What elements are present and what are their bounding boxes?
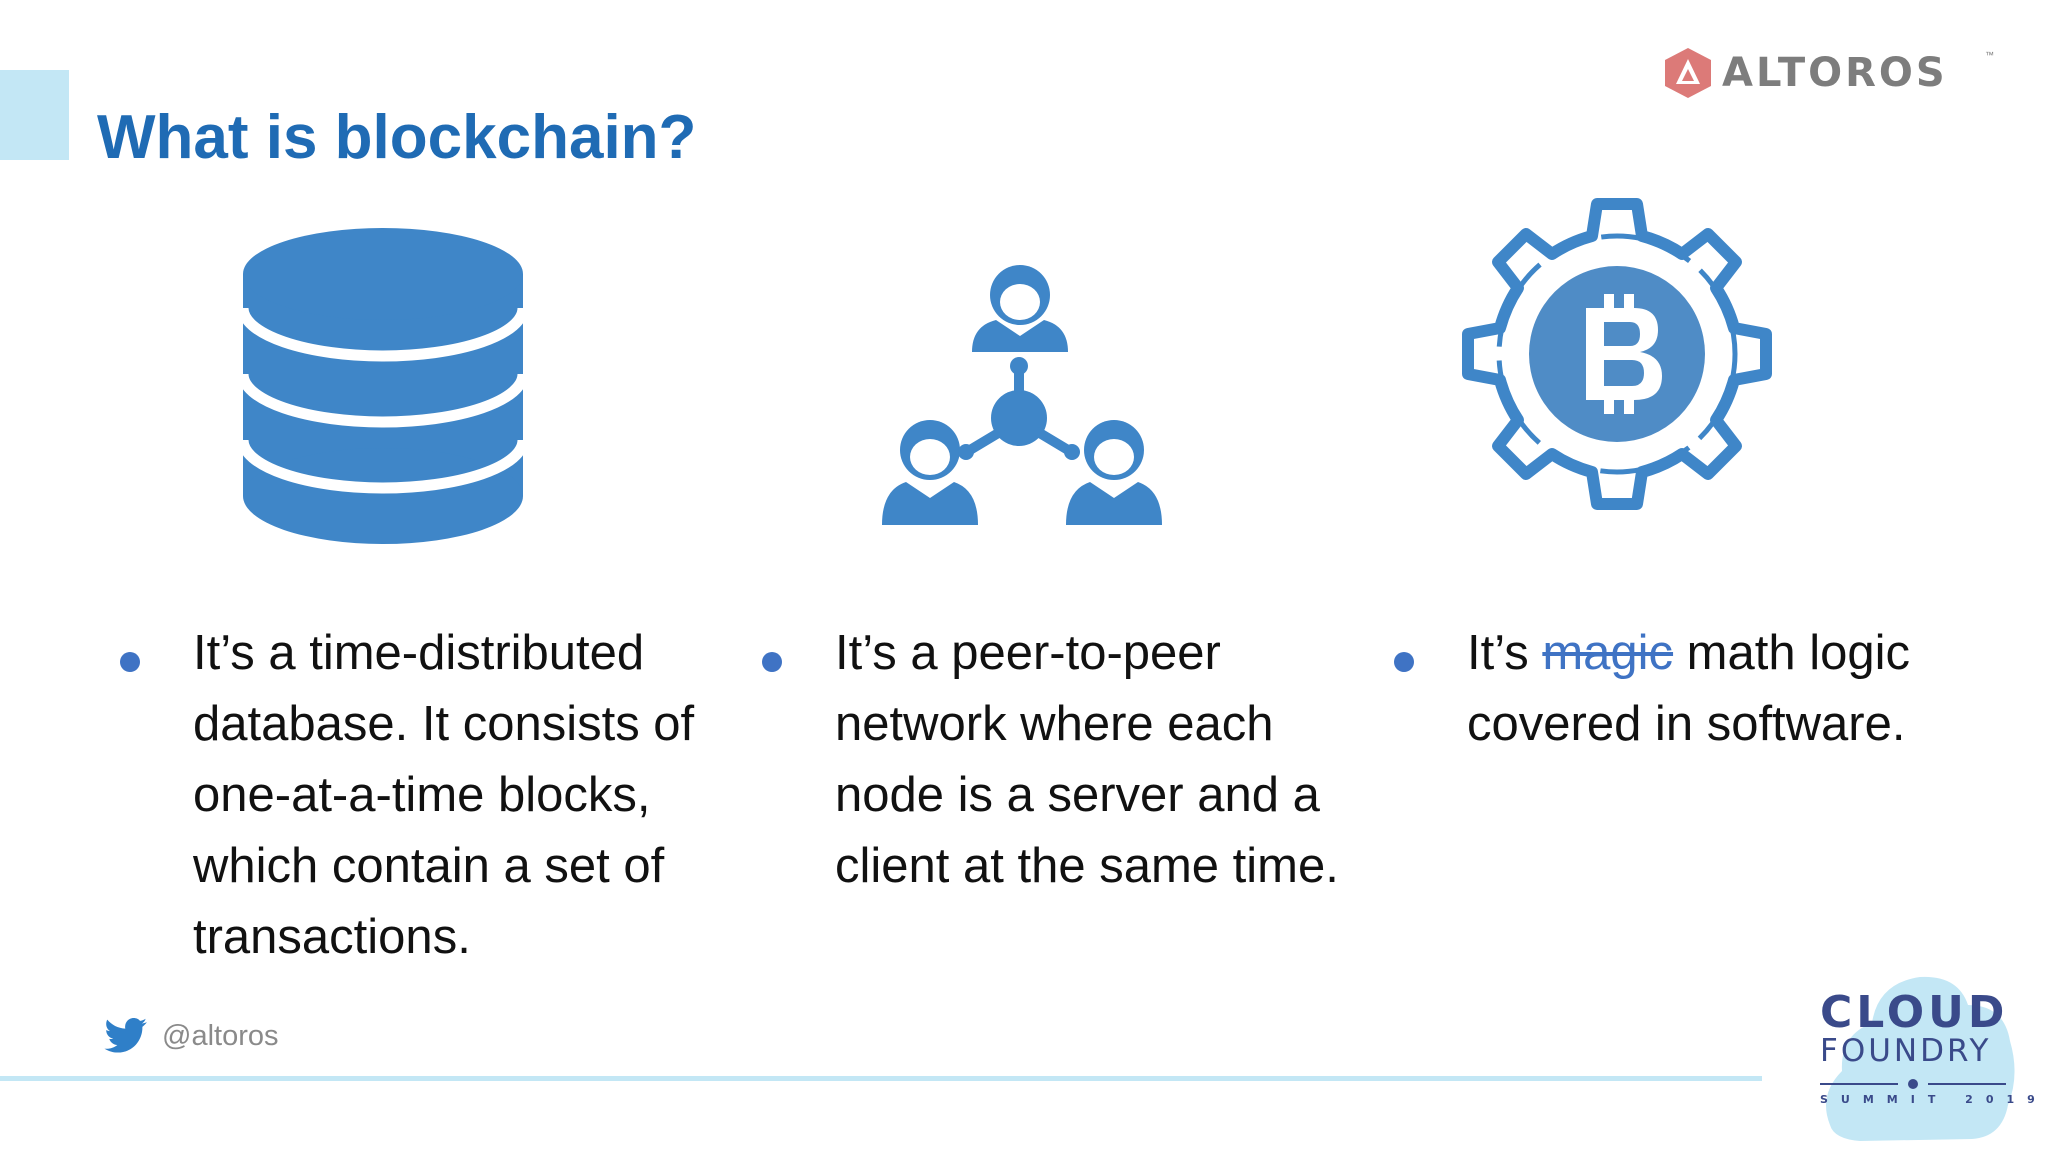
bullet-line: It’s a time-distributed xyxy=(193,626,645,680)
cloud-shape-icon xyxy=(1826,976,2015,1141)
cloud-foundry-summit-logo: CLOUD FOUNDRY SUMMIT 2019 xyxy=(1800,975,2035,1145)
struck-word: magic xyxy=(1542,626,1674,680)
trademark-symbol: ™ xyxy=(1985,50,1994,60)
summit-year-label: SUMMIT 2019 xyxy=(1820,1093,2048,1106)
line-prefix: It’s xyxy=(1467,626,1543,680)
bullet-dot xyxy=(1394,652,1414,672)
slide-title: What is blockchain? xyxy=(97,103,697,172)
line-suffix: math logic xyxy=(1673,626,1910,680)
bullet-dot xyxy=(120,652,140,672)
bitcoin-gear-icon xyxy=(1462,198,1772,510)
altoros-mark-icon xyxy=(1665,48,1711,98)
corner-accent-block xyxy=(0,70,69,160)
altoros-logo: ALTOROS ™ xyxy=(1660,46,2000,106)
summit-rule-icon xyxy=(1820,1079,2006,1089)
twitter-handle[interactable]: @altoros xyxy=(162,1020,279,1052)
cloud-foundry-word1: CLOUD xyxy=(1820,987,2009,1038)
altoros-wordmark: ALTOROS xyxy=(1722,50,1948,96)
bullet-line: node is a server and a xyxy=(835,768,1320,822)
bullet-line: network where each xyxy=(835,697,1274,751)
peer-network-icon xyxy=(882,265,1162,525)
bullet-line: It’s a peer-to-peer xyxy=(835,626,1221,680)
bullet-dot xyxy=(762,652,782,672)
bullet-line: one-at-a-time blocks, xyxy=(193,768,651,822)
bullet-line: covered in software. xyxy=(1467,697,1906,751)
database-icon xyxy=(240,228,526,544)
bullet-line: database. It consists of xyxy=(193,697,695,751)
cloud-foundry-word2: FOUNDRY xyxy=(1820,1033,1992,1069)
bullet-line: which contain a set of xyxy=(193,839,665,893)
footer-divider xyxy=(0,1076,1762,1081)
twitter-icon[interactable] xyxy=(104,1018,148,1054)
bullet-line: client at the same time. xyxy=(835,839,1339,893)
bullet-line: transactions. xyxy=(193,910,471,964)
bullet-line: It’s magic math logic xyxy=(1467,618,1910,689)
